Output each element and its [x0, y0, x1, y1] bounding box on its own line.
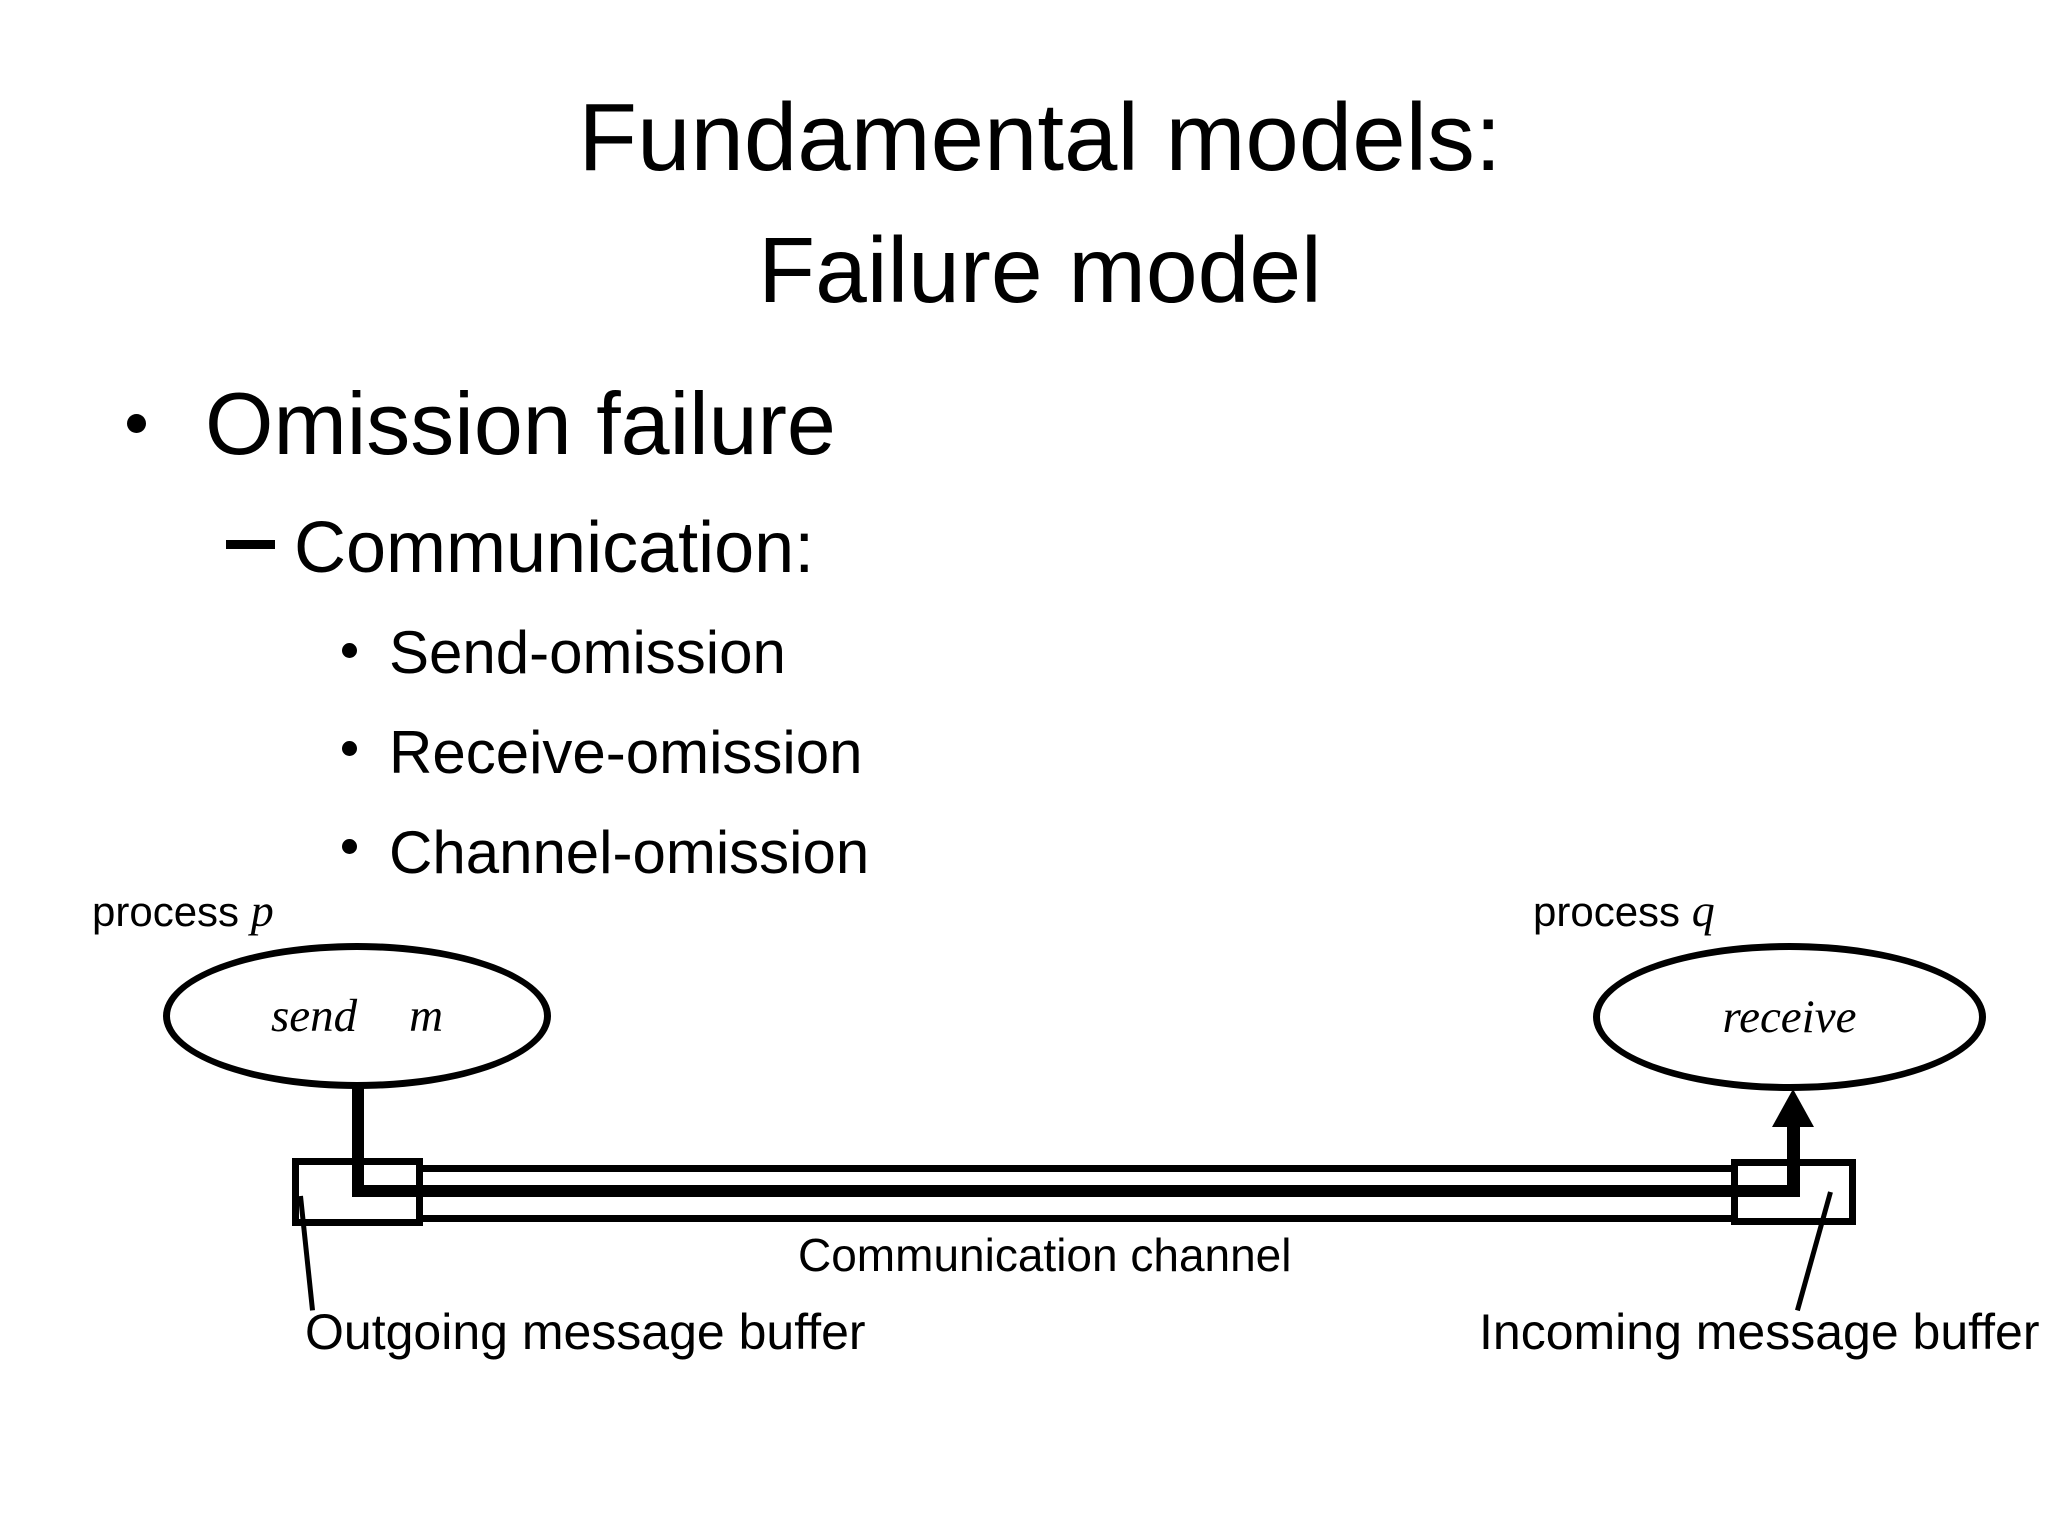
incoming-message-buffer-label: Incoming message buffer	[1479, 1304, 2040, 1360]
channel-bottom-line	[423, 1215, 1731, 1222]
bullet-level1-omission-failure: Omission failure	[205, 374, 836, 473]
dash-bullet-level2	[226, 540, 275, 549]
bullet-level3-receive-omission: Receive-omission	[389, 719, 863, 786]
receive-arrowhead-icon	[1772, 1089, 1814, 1127]
process-p-word: process	[92, 888, 240, 935]
process-q-label: process q	[1533, 885, 1715, 937]
bullet-level3-channel-omission: Channel-omission	[389, 819, 870, 886]
process-q-ellipse: receive	[1593, 943, 1986, 1091]
message-path-line	[352, 1185, 1800, 1197]
bullet-level2-communication: Communication:	[294, 508, 815, 588]
process-q-var: q	[1691, 885, 1715, 936]
process-q-word: process	[1533, 888, 1681, 935]
slide-title-line1: Fundamental models:	[578, 84, 1502, 191]
receive-operation-text: receive	[1722, 991, 1857, 1043]
slide-title-line2: Failure model	[758, 218, 1322, 322]
outgoing-message-buffer-label: Outgoing message buffer	[305, 1304, 866, 1360]
process-p-label: process p	[92, 885, 274, 937]
communication-channel-label: Communication channel	[798, 1229, 1292, 1281]
send-connector-line	[352, 1085, 364, 1197]
bullet-dot-level3	[342, 839, 357, 854]
channel-top-line	[423, 1165, 1731, 1172]
bullet-dot-level3	[342, 741, 357, 756]
receive-arrow-shaft	[1787, 1125, 1800, 1197]
bullet-level3-send-omission: Send-omission	[389, 619, 786, 686]
process-p-var: p	[250, 885, 274, 936]
bullet-dot-level3	[342, 643, 357, 658]
bullet-dot-level1	[127, 414, 146, 433]
